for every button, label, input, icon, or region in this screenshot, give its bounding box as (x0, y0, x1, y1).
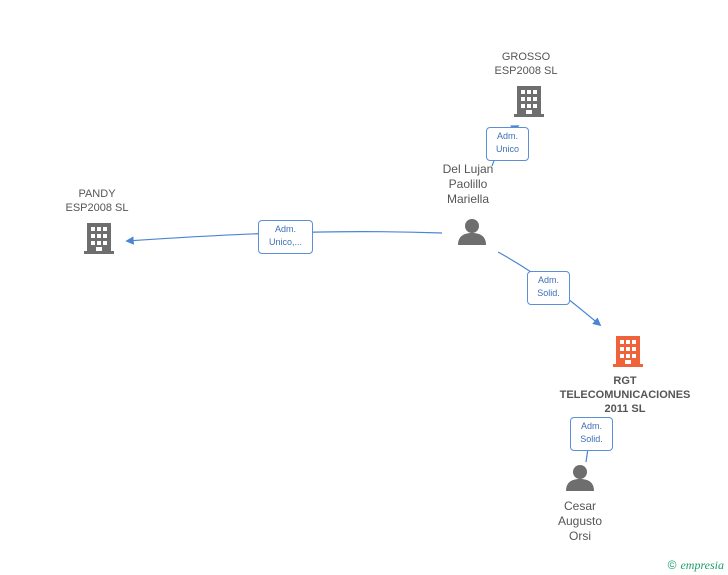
node-label-line: Del Lujan (442, 162, 494, 176)
node-label-cesar[interactable]: Cesar Augusto Orsi (540, 499, 620, 544)
node-label-line: RGT (613, 375, 637, 387)
edge-label-to-rgt[interactable]: Adm. Solid. (527, 271, 570, 305)
edge-label-cesar-rgt[interactable]: Adm. Solid. (570, 417, 613, 451)
node-label-rgt[interactable]: RGT TELECOMUNICACIONES 2011 SL (555, 374, 695, 416)
edge-label-to-pandy[interactable]: Adm. Unico,... (258, 220, 313, 254)
node-label-pandy[interactable]: PANDY ESP2008 SL (57, 187, 137, 215)
person-icon[interactable] (566, 465, 594, 491)
edge-label-line: Adm. (496, 131, 518, 141)
footer-brand: ©empresia (668, 558, 724, 573)
node-label-line: ESP2008 SL (65, 202, 129, 214)
node-label-line: Cesar (563, 499, 596, 513)
node-label-line: ESP2008 SL (494, 65, 558, 77)
edge-label-line: Adm. (537, 275, 559, 285)
person-icon[interactable] (458, 219, 486, 245)
node-label-line: 2011 SL (604, 403, 646, 415)
copyright-icon: © (667, 558, 677, 572)
node-label-line: Paolillo (448, 177, 488, 191)
edge-label-line: Unico,... (268, 237, 302, 247)
edge-label-to-grosso[interactable]: Adm. Unico (486, 127, 529, 161)
edge-label-line: Adm. (580, 421, 602, 431)
node-label-del-lujan[interactable]: Del Lujan Paolillo Mariella (428, 162, 508, 207)
building-icon[interactable] (84, 223, 114, 254)
building-icon[interactable] (514, 86, 544, 117)
node-label-line: TELECOMUNICACIONES (559, 389, 691, 401)
node-label-line: Augusto (557, 514, 603, 528)
brand-logo: empresia (680, 558, 724, 572)
building-icon[interactable] (613, 336, 643, 367)
edge-label-line: Solid. (537, 288, 560, 298)
edge-label-line: Solid. (580, 434, 603, 444)
node-label-line: Mariella (446, 192, 489, 206)
edge-label-line: Unico (495, 144, 519, 154)
node-label-line: GROSSO (501, 51, 551, 63)
node-label-line: PANDY (78, 188, 116, 200)
edge-label-line: Adm. (274, 224, 296, 234)
node-label-grosso[interactable]: GROSSO ESP2008 SL (486, 50, 566, 78)
node-label-line: Orsi (569, 529, 591, 543)
